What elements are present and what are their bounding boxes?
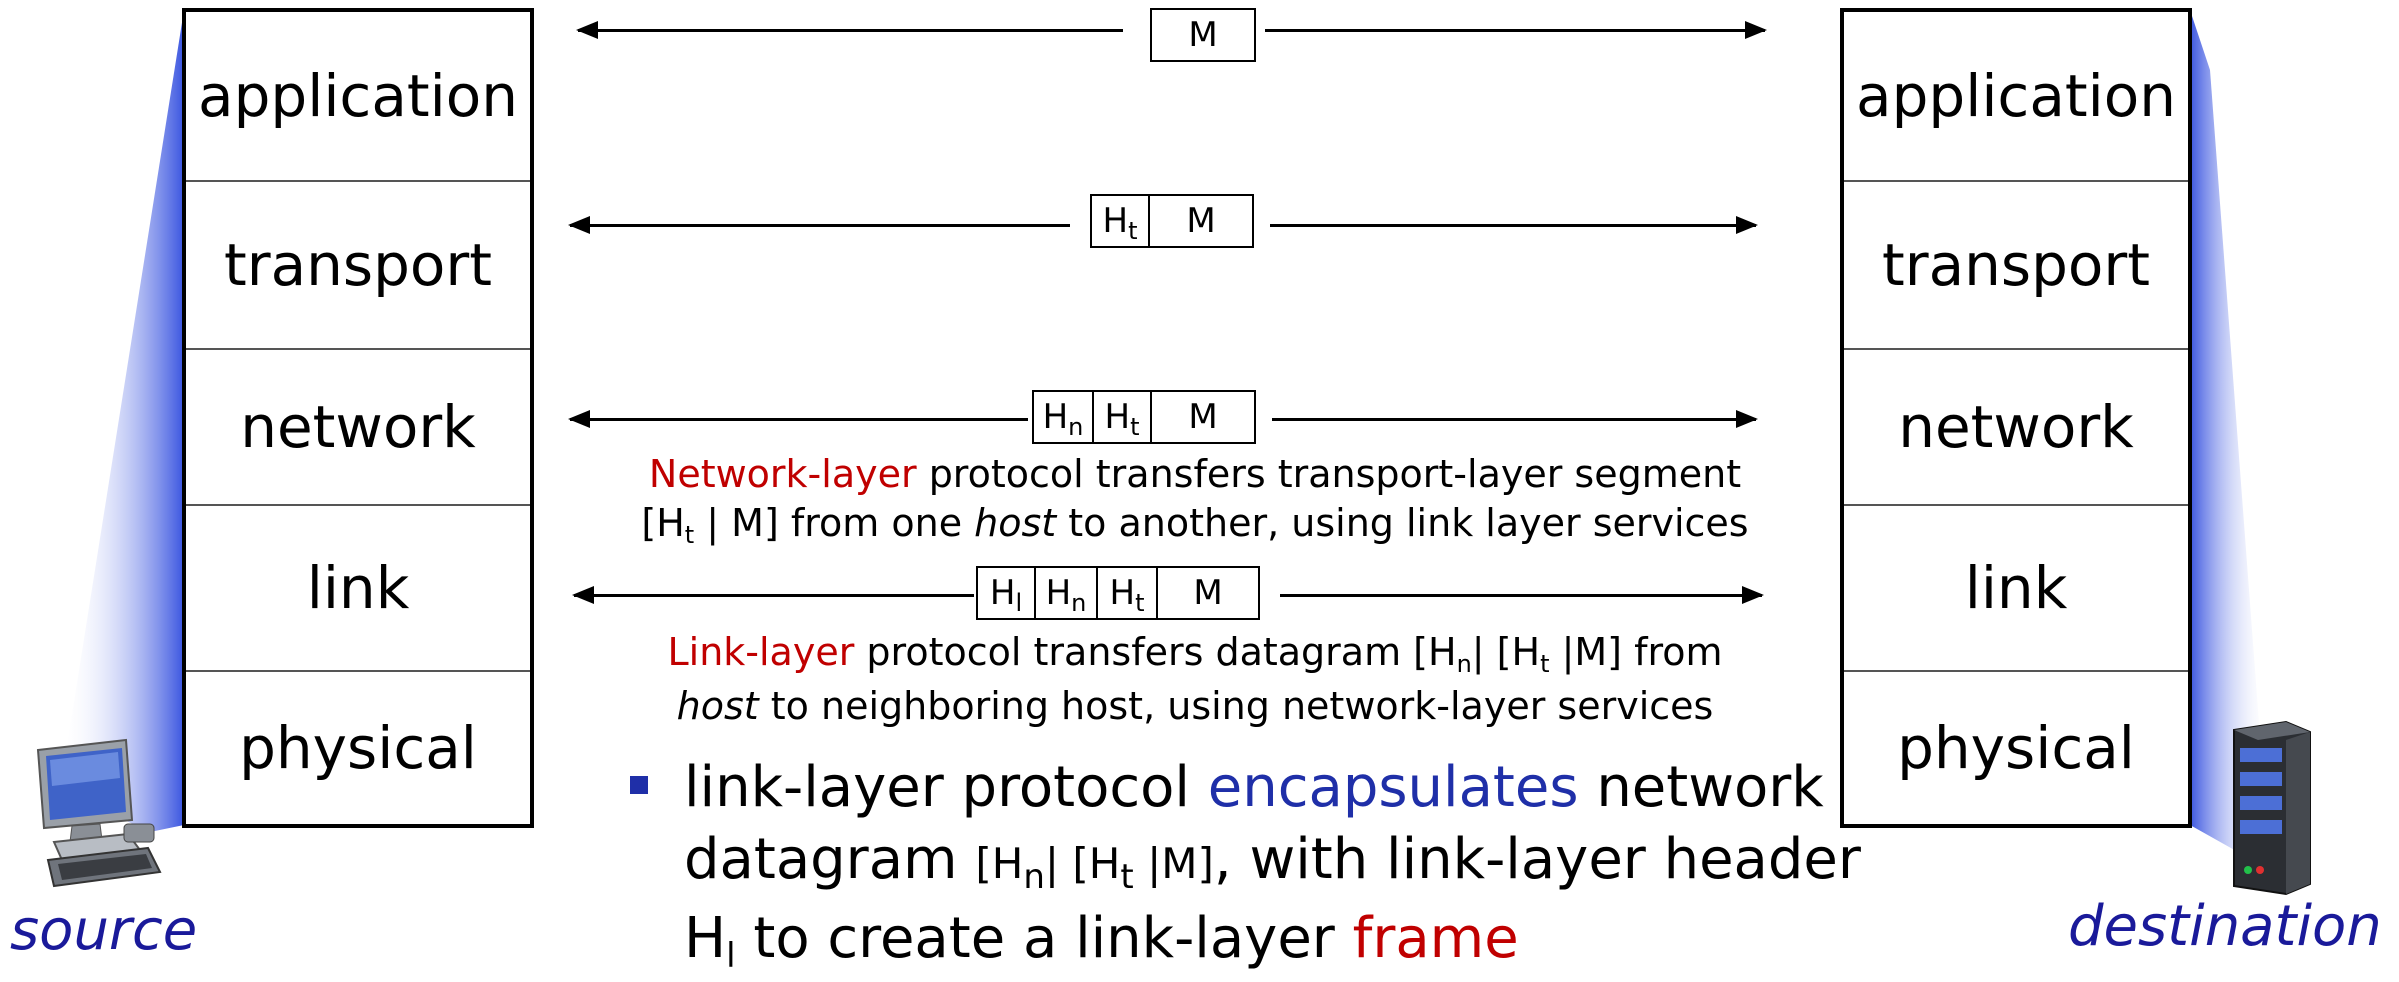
network-arrow-left [568, 410, 1028, 428]
destination-shadow [2190, 10, 2270, 870]
bullet-line1: link-layer protocol encapsulates network [684, 755, 1824, 820]
network-desc-line1: Network-layer protocol transfers transpo… [648, 452, 1742, 496]
bullet-line2: datagram [Hn| [Ht |M], with link-layer h… [684, 827, 1861, 897]
network-arrow-right [1272, 410, 1758, 428]
application-arrow-right [1265, 21, 1767, 39]
transport-arrow-left [568, 216, 1070, 234]
server-icon [2233, 720, 2311, 896]
network-desc-line2: [Ht | M] from one host to another, using… [641, 501, 1749, 549]
link-arrow-left [572, 586, 974, 604]
perspective-shadows [60, 10, 2270, 870]
application-arrow-left [576, 21, 1123, 39]
network-layer-description: Network-layer protocol transfers transpo… [600, 450, 1790, 553]
desktop-computer-icon [36, 738, 162, 888]
link-layer-description: Link-layer protocol transfers datagram [… [600, 628, 1790, 731]
destination-protocol-stack: application transport network link physi… [1840, 8, 2192, 828]
destination-layer-physical: physical [1897, 714, 2135, 782]
message-cell: M [1193, 573, 1223, 613]
source-shadow [60, 10, 184, 832]
destination-layer-transport: transport [1844, 182, 2188, 350]
message-cell: M [1186, 201, 1216, 241]
source-layer-link: link [186, 506, 530, 672]
source-layer-application: application [186, 12, 530, 182]
source-layer-network: network [186, 350, 530, 506]
message-cell: M [1188, 397, 1218, 437]
transport-arrow-right [1270, 216, 1758, 234]
bullet-marker [630, 776, 648, 794]
message-cell: M [1188, 15, 1218, 55]
source-layer-physical: physical [239, 714, 477, 782]
source-protocol-stack: application transport network link physi… [182, 8, 534, 828]
destination-label: destination [2068, 894, 2382, 959]
application-message: M [1150, 8, 1256, 62]
destination-layer-link: link [1844, 506, 2188, 672]
link-desc-line2: host to neighboring host, using network-… [676, 684, 1714, 728]
encapsulation-bullet: link-layer protocol encapsulates network… [684, 752, 1861, 982]
bullet-line3: Hl to create a link-layer frame [684, 906, 1519, 976]
source-label: source [10, 898, 198, 963]
link-arrow-right [1280, 586, 1764, 604]
link-desc-line1: Link-layer protocol transfers datagram [… [667, 630, 1723, 678]
destination-layer-application: application [1844, 12, 2188, 182]
source-layer-transport: transport [186, 182, 530, 350]
destination-layer-network: network [1844, 350, 2188, 506]
